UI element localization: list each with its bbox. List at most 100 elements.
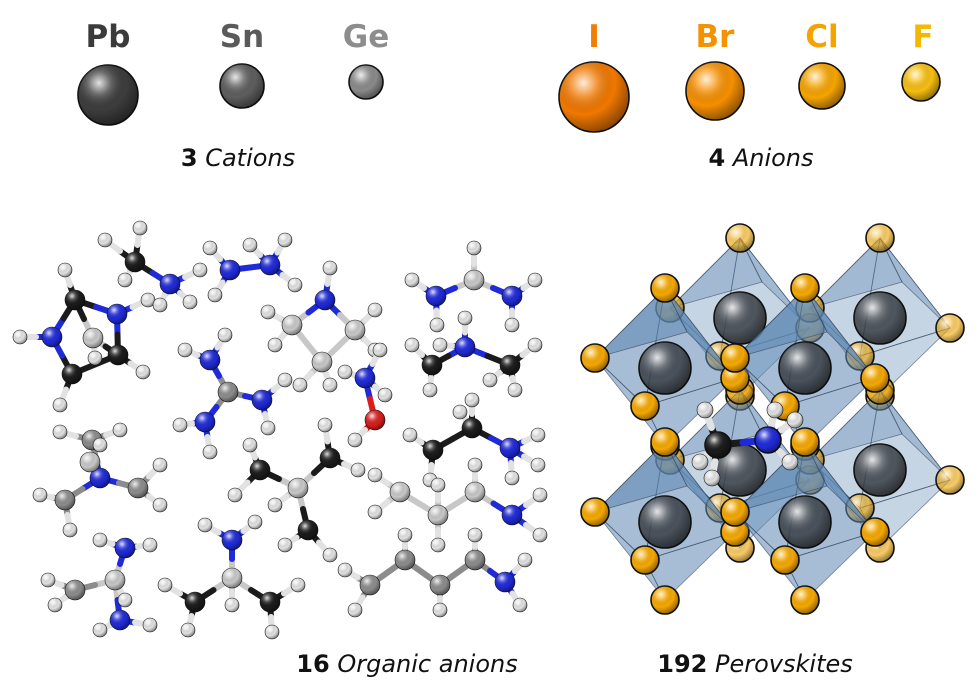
atom-9-shade <box>48 598 62 612</box>
atom-9 <box>504 470 520 486</box>
atom-3 <box>402 427 418 443</box>
atom-6-shade <box>158 578 172 592</box>
atom-0-shade <box>125 252 145 272</box>
atom-2 <box>97 232 113 248</box>
molecule-dimethylammonium <box>404 310 543 398</box>
atom-0 <box>389 481 411 503</box>
atom-4-shade <box>80 452 100 472</box>
atom-6-shade <box>243 238 257 252</box>
atom-3-shade <box>260 592 280 612</box>
halide-3 <box>860 517 890 547</box>
octahedron-face-3 <box>784 531 876 601</box>
atom-7-shade <box>431 478 445 492</box>
atom-0-shade <box>90 468 110 488</box>
atom-5-shade <box>143 538 157 552</box>
atom-0-shade <box>288 478 308 498</box>
atom-0-shade <box>105 570 125 590</box>
halide-3-shade <box>861 364 889 392</box>
atom-4-shade <box>368 468 382 482</box>
atom-2-shade <box>312 352 332 372</box>
halide-0-shade <box>866 224 894 252</box>
cation-label-sn: Sn <box>219 19 265 55</box>
atom-9 <box>52 397 68 413</box>
atom-4 <box>277 232 293 248</box>
perovskites-count: 192 <box>657 650 708 678</box>
atom-9-shade <box>203 445 217 459</box>
atom-2 <box>127 477 149 499</box>
atom-9 <box>322 547 338 563</box>
atom-2 <box>107 344 129 366</box>
octahedron-face-5 <box>733 287 828 359</box>
a-site-atom-3 <box>691 453 709 471</box>
atom-3 <box>372 342 388 358</box>
atom-2-shade <box>203 241 217 255</box>
atom-3 <box>466 240 482 256</box>
atom-0 <box>219 259 241 281</box>
cation-label-pb: Pb <box>85 19 131 55</box>
molecule-butylammonium <box>337 527 533 618</box>
atom-9-shade <box>483 373 497 387</box>
atom-4 <box>322 260 338 276</box>
halide-1 <box>650 585 680 615</box>
atom-8 <box>277 537 293 553</box>
molecule-tetramethylammonium <box>32 422 168 538</box>
atom-0-shade <box>390 482 410 502</box>
atom-1 <box>364 409 386 431</box>
halide-4 <box>845 493 875 523</box>
anion-sphere-f-shade <box>902 63 940 101</box>
atom-8 <box>152 497 168 513</box>
molecule-hydroxylammonium <box>337 342 393 448</box>
organics-count: 16 <box>296 650 330 678</box>
atom-3 <box>64 579 86 601</box>
molecule-trimethylammonium <box>227 417 366 563</box>
cation-sphere-sn <box>219 63 265 109</box>
molecule-ethylammonium <box>402 392 546 488</box>
organic-molecules-panel <box>12 220 548 640</box>
atom-5-shade <box>465 393 479 407</box>
octahedron-6 <box>580 427 750 615</box>
atom-10 <box>12 329 28 345</box>
atom-2-shade <box>338 365 352 379</box>
atom-8 <box>507 382 523 398</box>
atom-6 <box>57 262 73 278</box>
cations-caption-text: Cations <box>205 144 296 172</box>
anion-sphere-f <box>901 62 941 102</box>
molecule-methylammonium-1 <box>97 220 208 313</box>
atom-6-shade <box>318 418 332 432</box>
atom-3 <box>297 519 319 541</box>
atom-0 <box>359 574 381 596</box>
atom-5 <box>217 327 233 343</box>
atom-0 <box>314 289 336 311</box>
atom-2 <box>429 574 451 596</box>
atom-7-shade <box>141 293 155 307</box>
atom-4-shade <box>323 261 337 275</box>
atom-9 <box>467 527 483 543</box>
atom-0 <box>463 269 485 291</box>
atom-8-shade <box>433 603 447 617</box>
atom-2 <box>109 609 131 631</box>
atom-6 <box>157 577 173 593</box>
atom-3-shade <box>208 288 222 302</box>
atom-4-shade <box>228 488 242 502</box>
b-site-cation-shade <box>779 342 831 394</box>
atom-3-shade <box>298 520 318 540</box>
atom-4 <box>177 342 193 358</box>
halide-3 <box>935 465 965 495</box>
molecule-ethylammonium-2 <box>40 532 158 638</box>
halide-4 <box>630 545 660 575</box>
halide-0 <box>790 427 820 457</box>
b-site-cation <box>713 291 767 345</box>
atom-6-shade <box>113 423 127 437</box>
atom-6-shade <box>528 273 542 287</box>
atom-7 <box>530 427 546 443</box>
atom-10-shade <box>118 593 132 607</box>
atom-8-shade <box>173 418 187 432</box>
atom-3-shade <box>195 412 215 432</box>
atom-1-shade <box>200 350 220 370</box>
halide-4-shade <box>631 392 659 420</box>
atom-11-shade <box>513 598 527 612</box>
b-site-cation <box>778 495 832 549</box>
atom-9 <box>32 487 48 503</box>
halide-2-shade <box>721 498 749 526</box>
atom-7-shade <box>531 428 545 442</box>
